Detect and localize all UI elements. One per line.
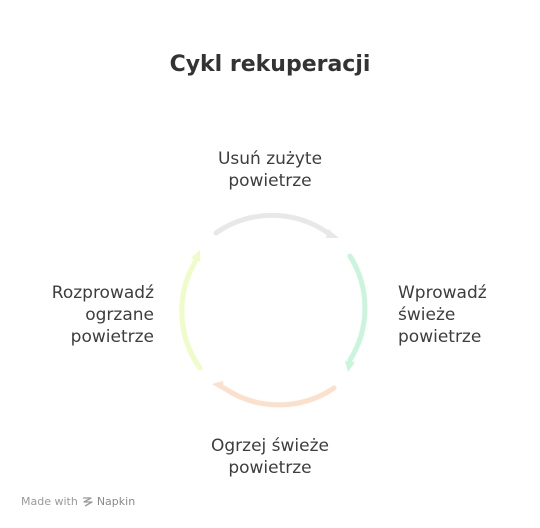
step-heat-fresh-air: Ogrzej świeże powietrze [160, 435, 380, 479]
step-line: ogrzane [85, 305, 154, 325]
napkin-logo-icon [82, 497, 93, 507]
step-line: powietrze [228, 458, 312, 478]
step-line: świeże [398, 305, 456, 325]
step-line: Wprowadź [398, 283, 487, 303]
arc-distribute-heated-air [179, 259, 203, 371]
step-line: powietrze [228, 171, 312, 191]
step-line: Usuń zużyte [217, 149, 323, 169]
step-line: Rozprowadź [51, 283, 154, 303]
arrow-head-bring-fresh-air [345, 361, 355, 372]
step-bring-fresh-air: Wprowadź świeże powietrze [398, 282, 538, 348]
arc-bring-fresh-air [347, 253, 368, 363]
step-line: powietrze [398, 327, 482, 347]
arc-remove-used-air [213, 213, 331, 236]
made-with-napkin[interactable]: Made with Napkin [21, 495, 135, 508]
arrow-head-heat-fresh-air [212, 381, 224, 391]
step-line: Ogrzej świeże [211, 436, 329, 456]
step-distribute-heated-air: Rozprowadź ogrzane powietrze [10, 282, 154, 348]
arc-heat-fresh-air [221, 385, 337, 408]
step-line: powietrze [70, 327, 154, 347]
arrow-head-remove-used-air [326, 229, 339, 238]
made-with-label: Made with [21, 495, 78, 508]
step-remove-used-air: Usuń zużyte powietrze [170, 148, 370, 192]
diagram-title: Cykl rekuperacji [169, 52, 371, 77]
napkin-brand: Napkin [96, 495, 136, 508]
arrow-head-distribute-heated-air [191, 250, 200, 262]
